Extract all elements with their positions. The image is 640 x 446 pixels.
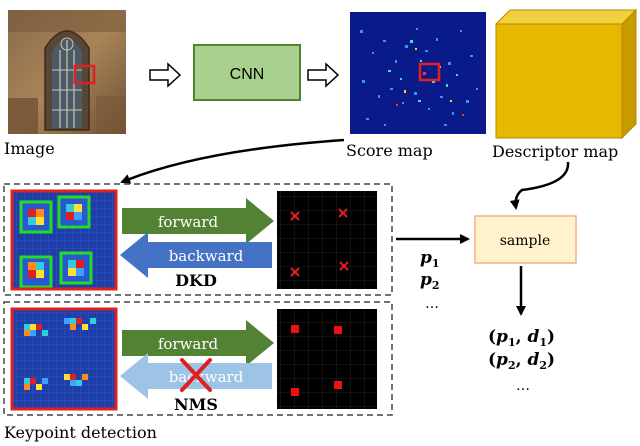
hollow-arrow-icon [307,62,340,88]
dkd-backward-arrow [120,232,272,278]
score-region-highlight [418,62,441,82]
sample-label: sample [500,233,551,249]
pair-2: (p2, d2) [488,350,555,372]
keypoint-ellipsis: … [425,296,439,312]
descriptor-map-label: Descriptor map [492,142,618,161]
dkd-forward-arrow [122,198,274,244]
keypoint-detection-label: Keypoint detection [4,423,157,442]
hollow-arrow-icon [149,62,182,88]
pair-1: (p1, d1) [488,327,555,349]
pair-ellipsis: … [516,378,530,394]
nms-method-label: NMS [174,395,218,414]
dkd-forward-label: forward [158,213,219,231]
keypoint-dot-icon [291,325,342,396]
image-label: Image [4,139,55,158]
nms-forward-label: forward [158,335,219,353]
red-x-block-icon [180,358,212,392]
curved-arrow [120,138,345,184]
dkd-method-label: DKD [175,271,217,290]
nms-heatmap [10,307,118,411]
curved-arrow [509,161,570,210]
keypoint-p2: p2 [420,270,440,292]
score-map [350,12,486,134]
dkd-backward-label: backward [169,247,244,265]
descriptor-map-cube [494,8,638,140]
nms-forward-arrow [122,320,274,366]
input-image [8,10,126,134]
cnn-label: CNN [230,66,265,83]
nms-section [3,301,393,416]
keypoint-p1: p1 [420,248,440,270]
x-mark-icon [290,208,349,277]
image-region-highlight [73,64,96,85]
dkd-heatmap [10,189,118,291]
cnn-box [193,44,301,101]
dkd-section [3,183,393,296]
sample-box [474,215,577,264]
score-map-label: Score map [346,141,433,160]
